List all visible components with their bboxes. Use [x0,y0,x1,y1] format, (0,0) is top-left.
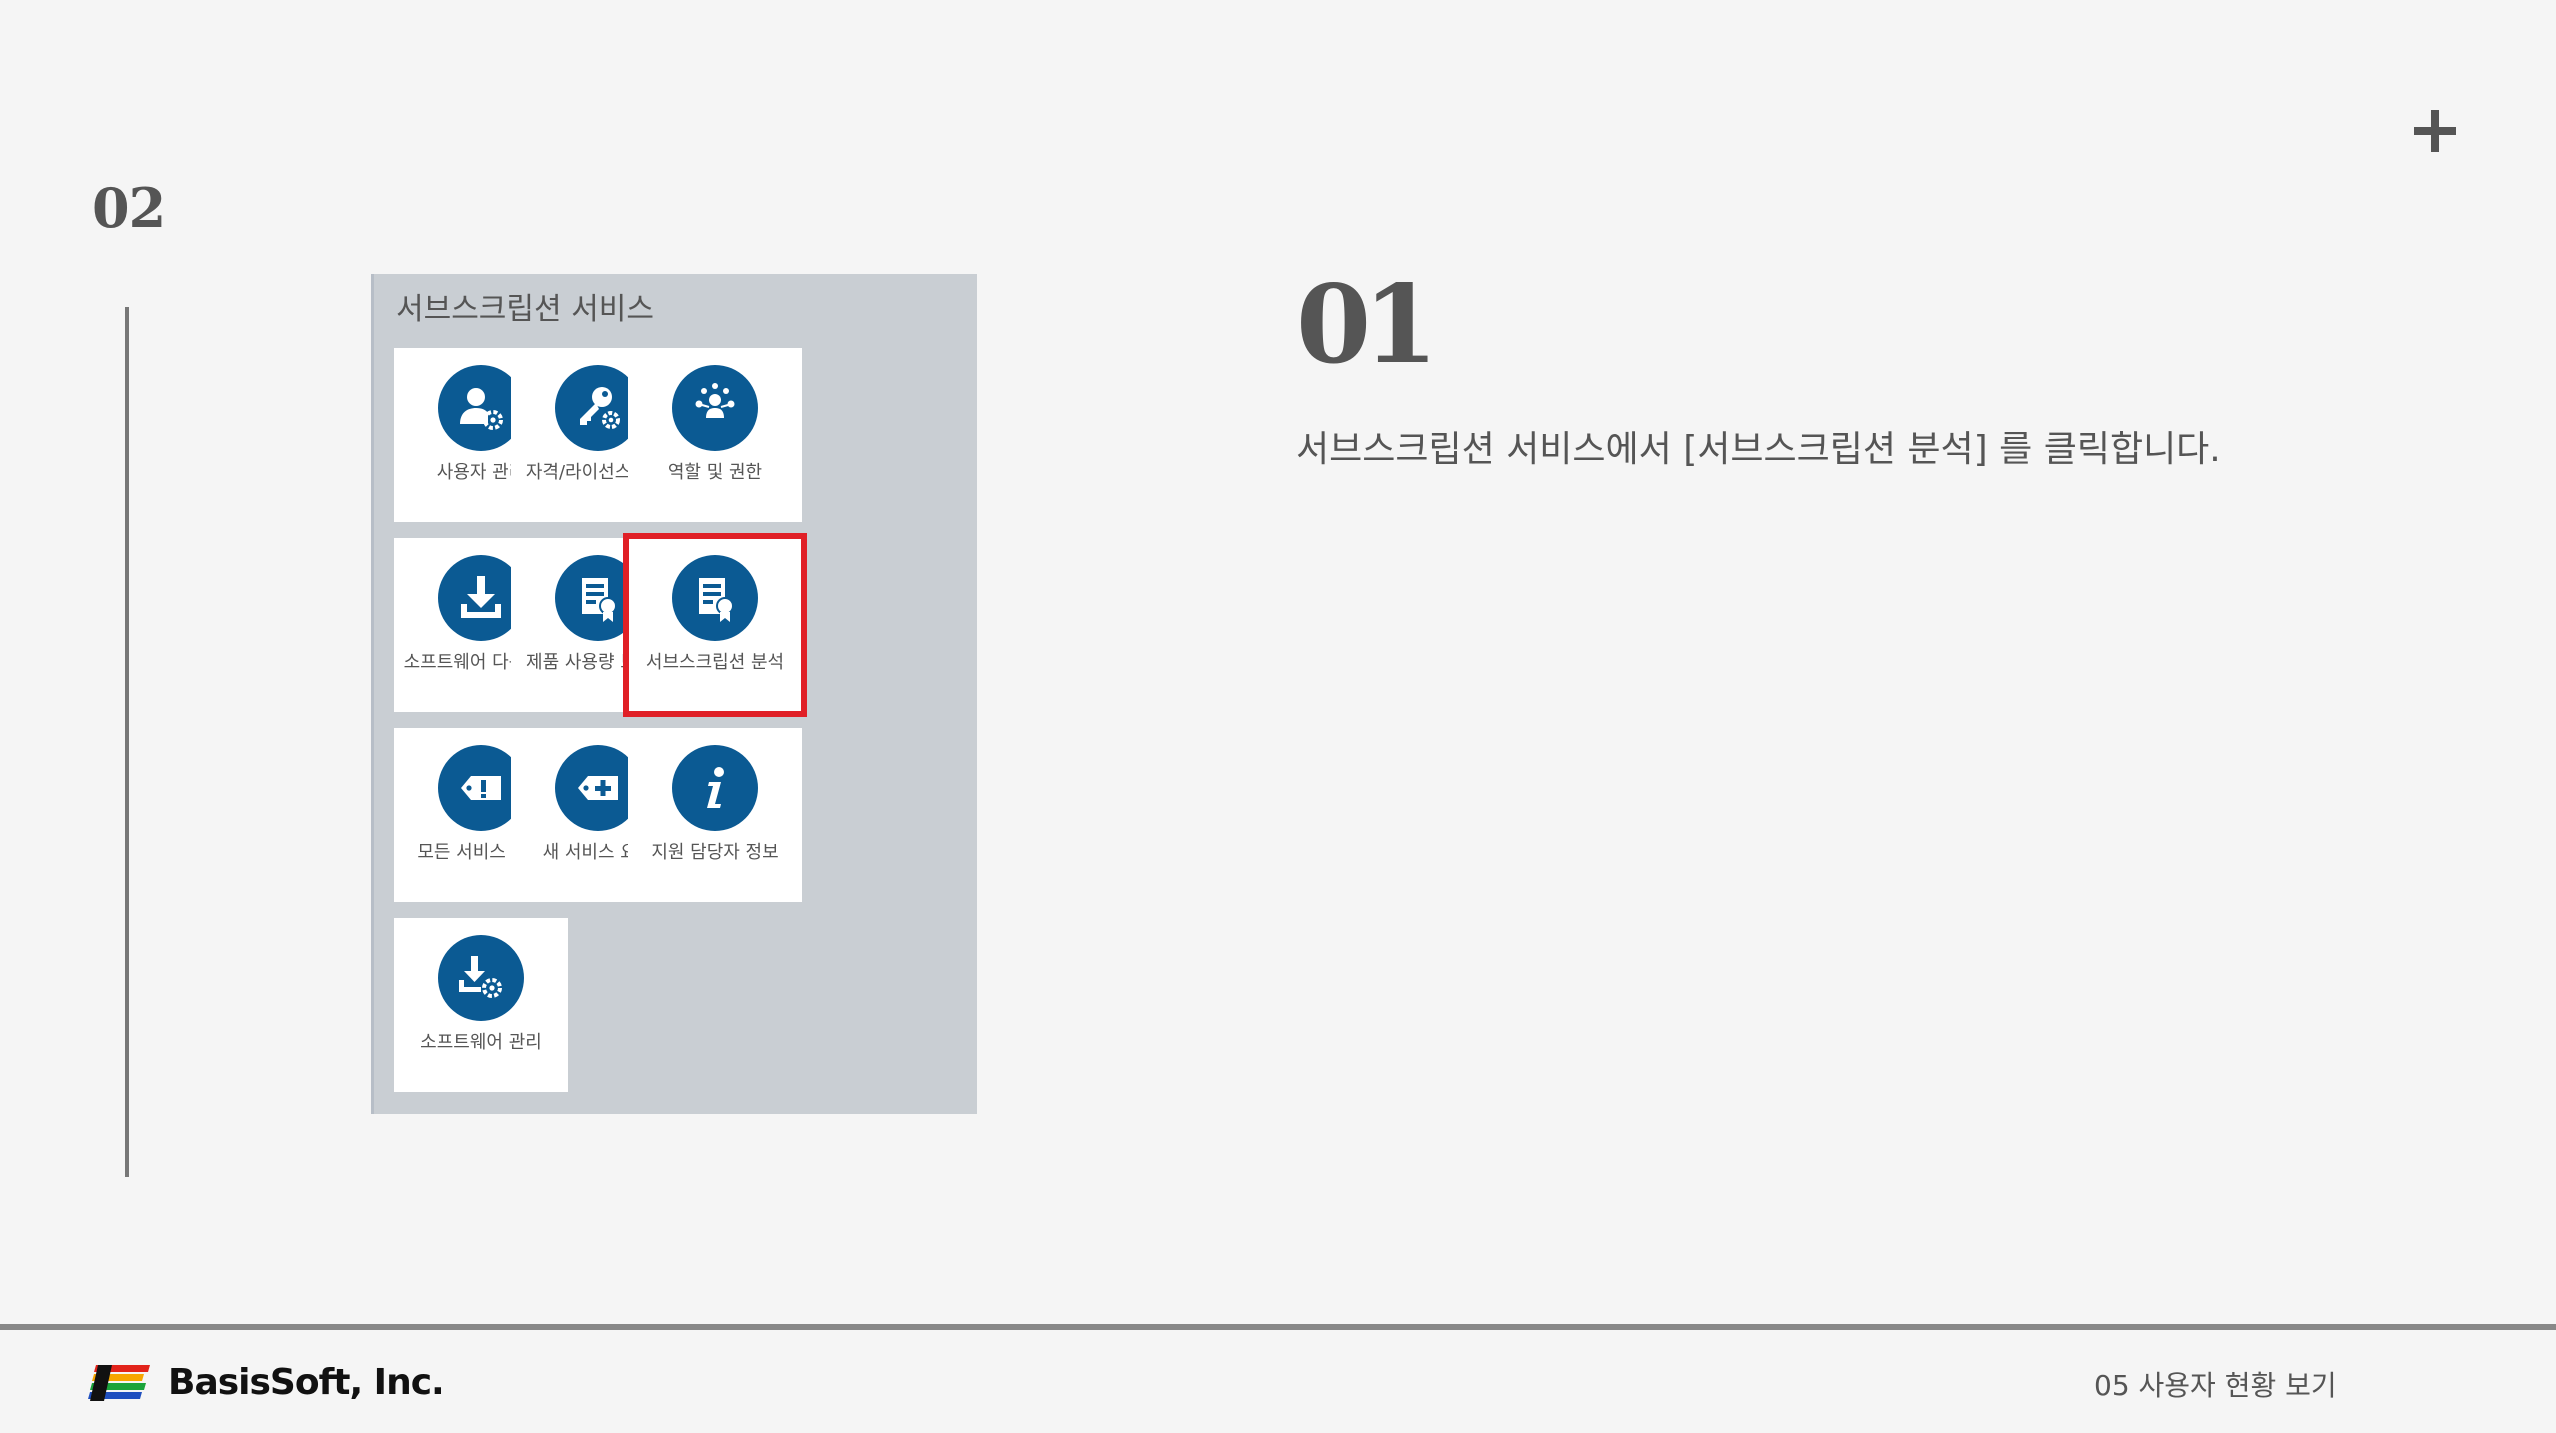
vertical-divider [125,307,129,1177]
basissoft-logo-icon [88,1364,150,1401]
tile-support-contact-info[interactable]: 지원 담당자 정보 [628,728,802,902]
tile-software-management[interactable]: 소프트웨어 관리 [394,918,568,1092]
people-network-icon [672,365,758,451]
plus-icon[interactable] [2414,110,2456,152]
subscription-services-panel: 서브스크립션 서비스 사용자 관리 자격/라이선스 관리 역할 및 권한 소프트… [371,274,977,1114]
report-certificate-icon [555,555,641,641]
ticket-add-icon [555,745,641,831]
footer-divider [0,1324,2556,1330]
company-logo: BasisSoft, Inc. [86,1362,445,1403]
tile-roles-permissions[interactable]: 역할 및 권한 [628,348,802,522]
company-name: BasisSoft, Inc. [168,1362,445,1403]
tile-label: 역할 및 권한 [667,462,763,483]
key-gear-icon [555,365,641,451]
section-label: 05 사용자 현황 보기 [2094,1369,2337,1402]
tile-label: 새 서비스 요청 [542,842,654,863]
panel-title: 서브스크립션 서비스 [396,292,654,327]
info-icon [672,745,758,831]
step-number: 01 [1296,262,1438,388]
step-description: 서브스크립션 서비스에서 [서브스크립션 분석] 를 클릭합니다. [1296,429,2221,470]
download-icon [438,555,524,641]
report-certificate-icon [672,555,758,641]
tile-label: 소프트웨어 관리 [420,1032,542,1053]
tile-label: 사용자 관리 [436,462,526,483]
download-gear-icon [438,935,524,1021]
tile-subscription-analysis[interactable]: 서브스크립션 분석 [623,533,807,717]
tile-label: 서브스크립션 분석 [645,652,785,673]
page-number: 02 [92,176,166,240]
tile-label: 지원 담당자 정보 [651,842,779,863]
user-gear-icon [438,365,524,451]
ticket-alert-icon [438,745,524,831]
